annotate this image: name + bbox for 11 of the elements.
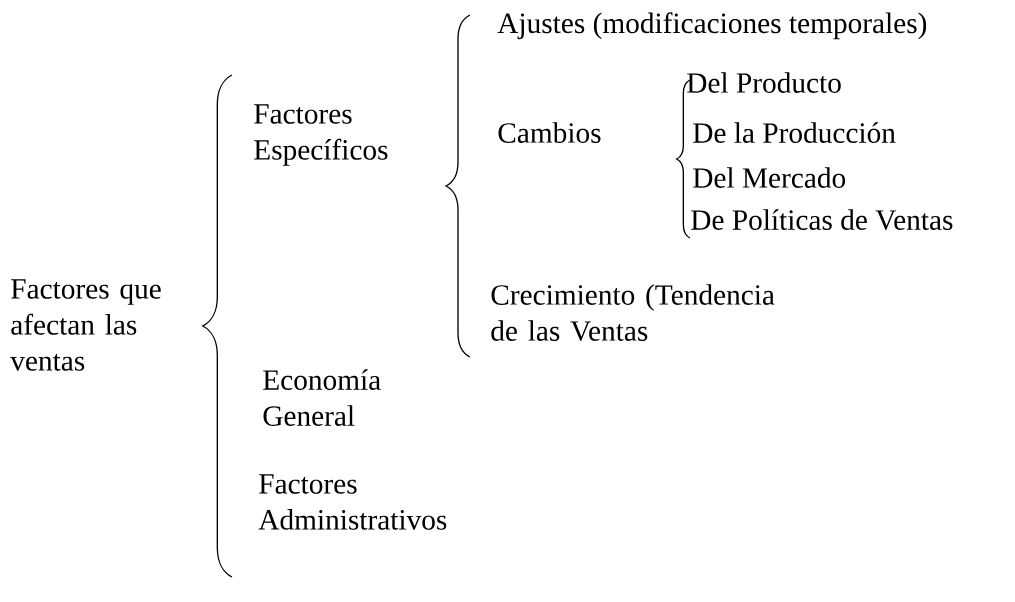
label-text: Factores que afectan las ventas (10, 279, 161, 371)
label-text: Del Mercado (693, 167, 846, 188)
label-text: Cambios (498, 122, 601, 143)
label-text: Factores Específicos (254, 104, 388, 166)
label-text: Factores Administrativos (258, 474, 447, 530)
label-text: Del Producto (687, 72, 841, 93)
label-text: De la Producción (693, 122, 896, 143)
label-text: Ajustes (modificaciones temporales) (497, 12, 927, 40)
label-text: De Políticas de Ventas (691, 209, 953, 231)
label-text: Economía General (263, 369, 381, 426)
label-text: Crecimiento (Tendencia de las Ventas (491, 284, 775, 342)
